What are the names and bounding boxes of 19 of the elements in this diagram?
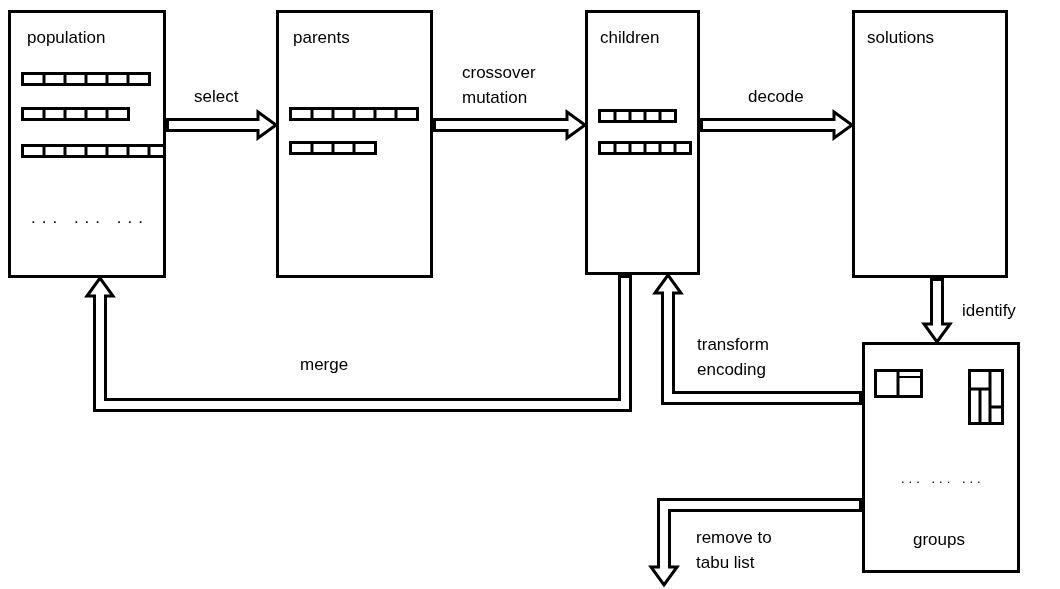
edge-label: decode xyxy=(748,86,805,108)
stage-box xyxy=(276,10,433,278)
edge-label: crossover mutation xyxy=(462,62,537,109)
edge-label: transform encoding xyxy=(697,334,770,381)
stage-box xyxy=(8,10,166,278)
edge-label: merge xyxy=(300,354,350,376)
box-title: parents xyxy=(293,27,350,49)
edge-label: identify xyxy=(962,300,1017,322)
box-text: groups xyxy=(913,529,965,551)
box-title: children xyxy=(600,27,660,49)
box-title: population xyxy=(27,27,106,49)
edge-label: select xyxy=(194,86,240,108)
stage-box xyxy=(852,10,1008,278)
edge-label: remove to tabu list xyxy=(696,527,773,574)
stage-box xyxy=(862,342,1020,573)
box-text: ... ... ... xyxy=(901,470,985,488)
stage-box xyxy=(585,10,700,275)
box-text: ... ... ... xyxy=(31,207,149,229)
box-title: solutions xyxy=(867,27,935,49)
